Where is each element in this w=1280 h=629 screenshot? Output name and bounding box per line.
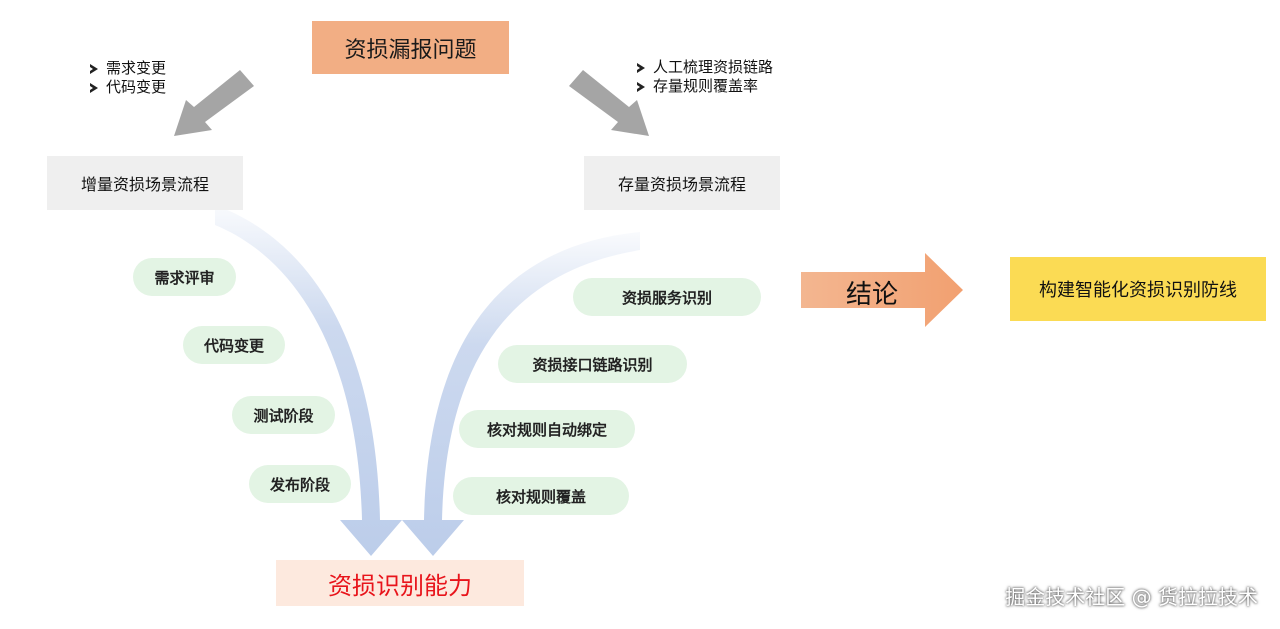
triangle-bullet-icon — [637, 81, 645, 92]
left-bullet-list: 需求变更 代码变更 — [90, 59, 166, 97]
gray-arrow-left — [174, 70, 254, 136]
incremental-scenario-box: 增量资损场景流程 — [47, 156, 243, 210]
list-item: 人工梳理资损链路 — [637, 58, 773, 77]
top-title: 资损漏报问题 — [312, 21, 509, 74]
watermark: 掘金技术社区 @ 货拉拉技术 — [1005, 585, 1258, 609]
gray-arrow-right — [569, 70, 649, 136]
step-interface-chain-identification: 资损接口链路识别 — [498, 345, 687, 383]
conclusion-label: 结论 — [846, 280, 899, 310]
step-release-phase: 发布阶段 — [249, 465, 351, 503]
curved-arrow-left — [215, 205, 402, 556]
step-rule-auto-binding: 核对规则自动绑定 — [459, 410, 635, 448]
triangle-bullet-icon — [637, 62, 645, 73]
right-bullet-list: 人工梳理资损链路 存量规则覆盖率 — [637, 58, 773, 96]
list-item: 代码变更 — [90, 78, 166, 97]
list-item: 需求变更 — [90, 59, 166, 78]
result-capability-box: 资损识别能力 — [276, 560, 524, 606]
step-code-change: 代码变更 — [183, 326, 285, 364]
conclusion-arrow — [801, 253, 963, 327]
triangle-bullet-icon — [90, 63, 98, 74]
step-requirement-review: 需求评审 — [133, 258, 236, 296]
triangle-bullet-icon — [90, 82, 98, 93]
step-test-phase: 测试阶段 — [232, 396, 335, 434]
curved-arrow-right — [402, 232, 640, 556]
list-item: 存量规则覆盖率 — [637, 77, 773, 96]
step-service-identification: 资损服务识别 — [573, 278, 761, 316]
conclusion-result-box: 构建智能化资损识别防线 — [1010, 257, 1266, 321]
step-rule-coverage: 核对规则覆盖 — [453, 477, 629, 515]
existing-scenario-box: 存量资损场景流程 — [584, 156, 780, 210]
